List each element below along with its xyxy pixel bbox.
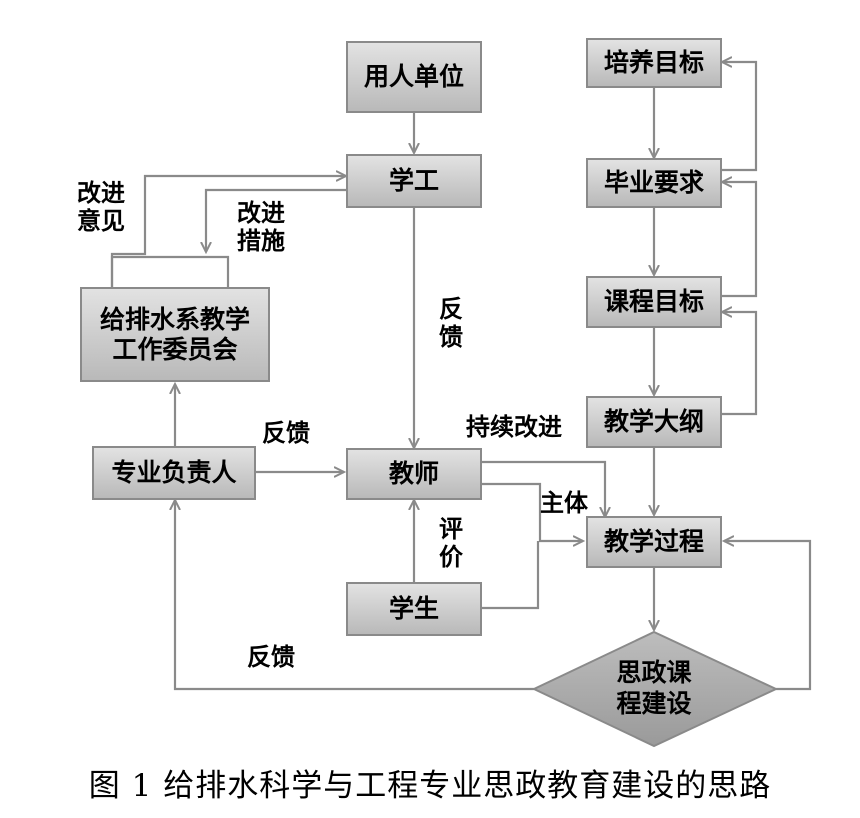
label-improve-opinion: 改进 意见 [77, 179, 125, 235]
committee-top-connector [110, 255, 230, 287]
student-affairs-node: 学工 [346, 154, 482, 208]
arrow-teacher-subject [482, 482, 583, 541]
label-improve-measures: 改进 措施 [237, 199, 285, 255]
label-subject: 主体 [540, 489, 588, 517]
loop-syllabus-to-course-goal [722, 312, 758, 416]
teacher-node: 教师 [346, 448, 482, 500]
arrow-teacher-to-process [482, 460, 605, 517]
student-node: 学生 [346, 582, 482, 636]
ideology-course-diamond [531, 630, 779, 748]
course-goal-node: 课程目标 [586, 276, 722, 328]
training-goal-node: 培养目标 [586, 38, 722, 88]
ideology-course-label: 思政课 程建设 [616, 658, 692, 719]
arrow-student-affairs-to-committee [206, 188, 346, 252]
program-head-node: 专业负责人 [92, 446, 256, 500]
figure-caption: 图 1 给排水科学与工程专业思政教育建设的思路 [88, 768, 772, 804]
committee-node: 给排水系教学 工作委员会 [80, 287, 270, 382]
grad-requirements-node: 毕业要求 [586, 158, 722, 208]
label-continuous-improve: 持续改进 [466, 413, 562, 441]
teaching-process-node: 教学过程 [586, 516, 722, 568]
loop-ideology-to-process [724, 541, 812, 691]
arrow-student-to-process [482, 541, 540, 610]
label-feedback-vertical: 反馈 [439, 295, 463, 351]
label-evaluation: 评价 [439, 515, 463, 571]
employer-node: 用人单位 [346, 41, 482, 113]
loop-requirements-to-goal [722, 62, 758, 172]
loop-course-goal-to-requirements [722, 182, 758, 298]
label-feedback-bottom: 反馈 [247, 643, 295, 671]
syllabus-node: 教学大纲 [586, 396, 722, 448]
arrow-ideology-to-head [175, 500, 534, 691]
label-feedback-head: 反馈 [262, 419, 310, 447]
